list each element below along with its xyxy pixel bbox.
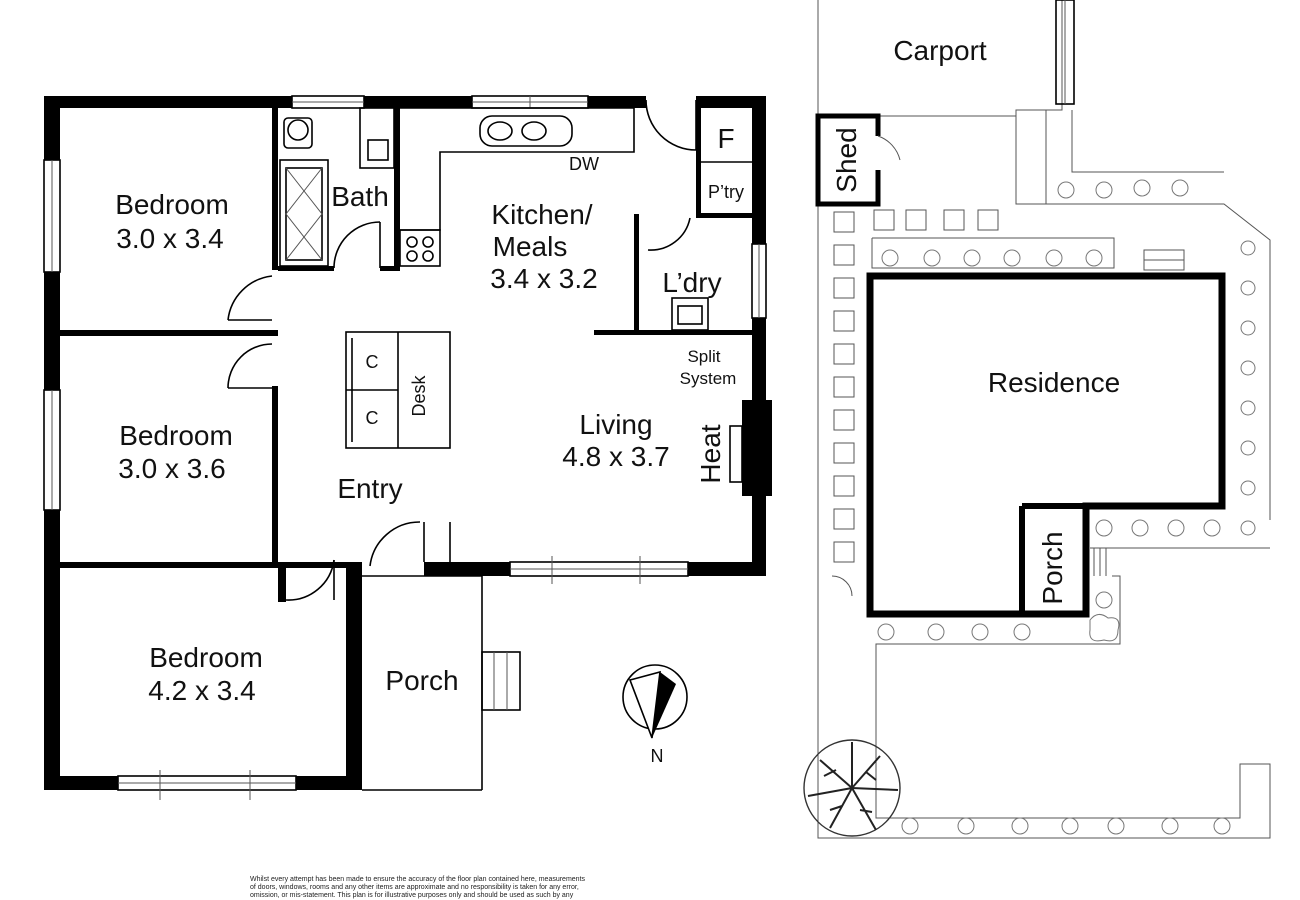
entry-joinery [345,331,451,449]
bath-fixtures [279,107,395,267]
entry-label: Entry [337,473,402,504]
living-size: 4.8 x 3.7 [562,441,669,472]
exterior-walls [44,96,772,790]
pavers [833,209,999,563]
cupboard-label-1: C [366,352,379,372]
laundry-label: L’dry [662,267,721,298]
tree-icon [803,739,901,837]
shrubs [877,179,1256,835]
fridge-label: F [717,123,734,154]
bedroom2-size: 3.0 x 3.6 [118,453,225,484]
front-porch [362,575,521,791]
kitchen-fixtures [399,107,709,331]
split-system-line2: System [680,369,737,388]
windows [43,95,767,800]
porch-label: Porch [385,665,458,696]
bedroom1-size: 3.0 x 3.4 [116,223,223,254]
kitchen-size: 3.4 x 3.2 [490,263,597,294]
heater-unit [729,425,743,483]
disclaimer-text: Whilst every attempt has been made to en… [250,876,670,900]
bedroom3-size: 4.2 x 3.4 [148,675,255,706]
compass-north-label: N [651,746,664,766]
residence-outline [866,272,1226,618]
disclaimer-line-3: omission, or mis-statement. This plan is… [250,892,574,899]
split-system-line1: Split [687,347,720,366]
interior-walls [60,108,752,602]
pantry-label: P’try [708,182,744,202]
desk-label: Desk [409,374,429,416]
compass-icon [622,664,688,739]
disclaimer-line-2: of doors, windows, rooms and any other i… [250,884,579,891]
dishwasher-label: DW [569,154,599,174]
site-porch-label: Porch [1037,531,1068,604]
kitchen-name-line2: Meals [493,231,568,262]
site-plan [817,0,1271,839]
cupboard-label-2: C [366,408,379,428]
disclaimer-line-1: Whilst every attempt has been made to en… [250,876,586,883]
bedroom3-name: Bedroom [149,642,263,673]
door-swings [227,99,697,601]
shed [815,113,901,207]
bedroom2-name: Bedroom [119,420,233,451]
kitchen-name-line1: Kitchen/ [491,199,592,230]
shed-label: Shed [831,127,862,192]
carport-label: Carport [893,35,987,66]
bedroom1-name: Bedroom [115,189,229,220]
residence-label: Residence [988,367,1120,398]
heat-label: Heat [695,424,726,483]
bath-label: Bath [331,181,389,212]
living-name: Living [579,409,652,440]
